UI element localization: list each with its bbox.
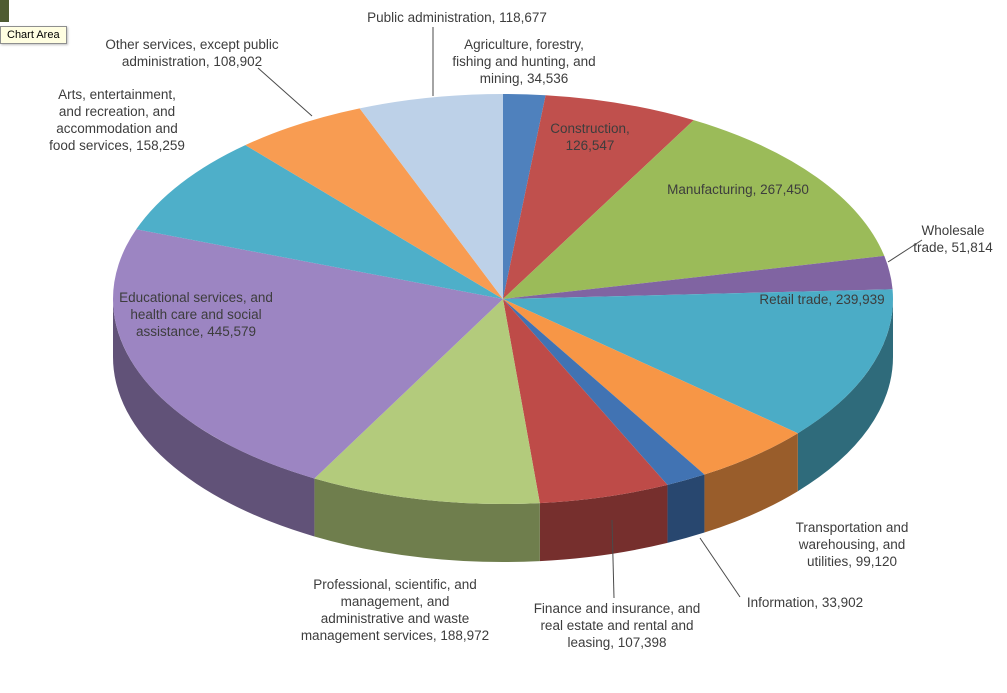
pie-label-professional[interactable]: Professional, scientific, and management,… bbox=[301, 576, 489, 644]
pie-label-agriculture[interactable]: Agriculture, forestry, fishing and huntin… bbox=[452, 36, 595, 87]
pie-label-transportation[interactable]: Transportation and warehousing, and utilit… bbox=[796, 519, 909, 570]
pie-label-line: utilities, 99,120 bbox=[806, 554, 898, 569]
pie-label-line: Transportation and bbox=[795, 520, 909, 535]
pie-slice-professional[interactable] bbox=[314, 299, 540, 504]
pie-slice-other-services[interactable] bbox=[245, 108, 503, 299]
pie-slice-side-retail-trade[interactable] bbox=[797, 299, 894, 492]
pie-label-line: food services, 158,259 bbox=[49, 138, 185, 153]
pie-label-line: accommodation and bbox=[56, 121, 178, 136]
pie-label-line: and recreation, and bbox=[58, 104, 176, 119]
pie-label-line: Professional, scientific, and bbox=[313, 577, 477, 592]
pie-label-retail-trade[interactable]: Retail trade, 239,939 bbox=[759, 291, 884, 308]
pie-label-line: Finance and insurance, and bbox=[533, 601, 701, 616]
pie-label-information[interactable]: Information, 33,902 bbox=[747, 594, 863, 611]
pie-label-line: leasing, 107,398 bbox=[567, 635, 667, 650]
pie-label-arts[interactable]: Arts, entertainment, and recreation, and a… bbox=[49, 86, 185, 154]
pie-slice-educational[interactable] bbox=[112, 229, 504, 479]
chart-area-tooltip: Chart Area bbox=[0, 26, 67, 44]
pie-label-finance[interactable]: Finance and insurance, and real estate an… bbox=[534, 600, 701, 651]
pie-slice-agriculture[interactable] bbox=[503, 94, 546, 299]
pie-label-line: management services, 188,972 bbox=[300, 628, 490, 643]
leader-line-finance bbox=[611, 519, 615, 599]
pie-label-line: 126,547 bbox=[565, 138, 615, 153]
pie-slice-construction[interactable] bbox=[503, 95, 694, 300]
pie-label-line: assistance, 445,579 bbox=[135, 324, 257, 339]
pie-slice-retail-trade[interactable] bbox=[503, 289, 893, 434]
pie-label-line: warehousing, and bbox=[798, 537, 906, 552]
pie-label-line: health care and social bbox=[130, 307, 262, 322]
pie-label-line: Construction, bbox=[550, 121, 630, 136]
pie-label-line: fishing and hunting, and bbox=[452, 54, 596, 69]
pie-slice-side-professional[interactable] bbox=[314, 478, 540, 562]
pie-label-line: mining, 34,536 bbox=[479, 71, 569, 86]
pie-slice-finance[interactable] bbox=[503, 299, 668, 504]
leader-line-other-services bbox=[257, 67, 313, 117]
pie-label-line: Arts, entertainment, bbox=[58, 87, 176, 102]
pie-slice-side-finance[interactable] bbox=[539, 484, 668, 562]
tooltip-text: Chart Area bbox=[7, 29, 60, 41]
pie-label-line: Manufacturing, 267,450 bbox=[667, 182, 809, 197]
leader-line-information bbox=[699, 537, 741, 598]
pie-label-line: Other services, except public bbox=[105, 37, 279, 52]
pie-label-construction[interactable]: Construction, 126,547 bbox=[550, 120, 630, 154]
pie-slice-side-educational[interactable] bbox=[113, 299, 315, 537]
pie-slice-wholesale-trade[interactable] bbox=[503, 255, 893, 299]
pie-label-manufacturing[interactable]: Manufacturing, 267,450 bbox=[667, 181, 809, 198]
pie-label-line: real estate and rental and bbox=[540, 618, 694, 633]
pie-label-wholesale-trade[interactable]: Wholesale trade, 51,814 bbox=[913, 222, 993, 256]
leader-line-wholesale-trade bbox=[887, 239, 923, 263]
pie-label-line: Retail trade, 239,939 bbox=[759, 292, 885, 307]
pie-label-line: Wholesale bbox=[921, 223, 985, 238]
pie-label-public-administration[interactable]: Public administration, 118,677 bbox=[367, 9, 547, 26]
pie-label-line: Agriculture, forestry, bbox=[464, 37, 584, 52]
pie-slice-public-administration[interactable] bbox=[359, 94, 503, 299]
pie-label-line: administration, 108,902 bbox=[121, 54, 263, 69]
pie-slice-transportation[interactable] bbox=[503, 299, 798, 475]
pie-label-line: Public administration, 118,677 bbox=[367, 10, 547, 25]
pie-slice-side-information[interactable] bbox=[667, 474, 705, 543]
pie-label-line: management, and bbox=[340, 594, 450, 609]
pie-slice-arts[interactable] bbox=[136, 145, 503, 299]
pie-slice-side-transportation[interactable] bbox=[704, 433, 798, 533]
pie-label-line: Educational services, and bbox=[119, 290, 273, 305]
pie-label-line: trade, 51,814 bbox=[913, 240, 993, 255]
pie-slice-manufacturing[interactable] bbox=[503, 120, 885, 299]
pie-label-line: administrative and waste bbox=[320, 611, 470, 626]
pie-slice-information[interactable] bbox=[503, 299, 705, 485]
pie-label-other-services[interactable]: Other services, except public administrat… bbox=[105, 36, 278, 70]
excel-corner-fragment bbox=[0, 0, 9, 22]
pie-label-educational[interactable]: Educational services, and health care and… bbox=[119, 289, 273, 340]
pie-label-line: Information, 33,902 bbox=[746, 595, 864, 610]
